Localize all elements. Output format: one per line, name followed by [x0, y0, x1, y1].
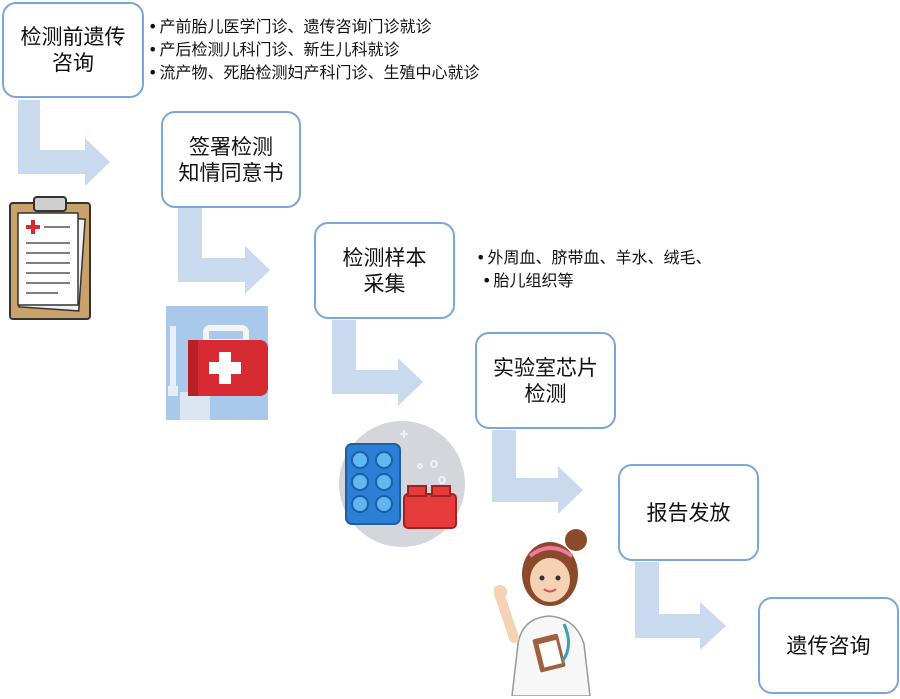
step-label: 实验室芯片 检测 [493, 355, 598, 406]
step-genetic-counseling: 遗传咨询 [758, 597, 899, 694]
step-label: 签署检测 知情同意书 [178, 134, 284, 185]
clinic-notes: 产前胎儿医学门诊、遗传咨询门诊就诊 产后检测儿科门诊、新生儿科就诊 流产物、死胎… [148, 15, 479, 84]
note-item: 外周血、脐带血、羊水、绒毛、 [476, 246, 711, 269]
note-item: 产后检测儿科门诊、新生儿科就诊 [148, 38, 479, 61]
note-item: 流产物、死胎检测妇产科门诊、生殖中心就诊 [148, 61, 479, 84]
step-report: 报告发放 [618, 464, 759, 561]
arrow-2 [178, 208, 270, 294]
step-pre-test-counseling: 检测前遗传 咨询 [2, 2, 144, 98]
step-sampling: 检测样本 采集 [314, 222, 455, 319]
step-label: 检测前遗传 咨询 [20, 25, 126, 75]
note-item: 胎儿组织等 [476, 269, 711, 292]
sample-tray-icon [339, 421, 465, 547]
medical-kit-icon [166, 306, 268, 420]
sample-notes: 外周血、脐带血、羊水、绒毛、 胎儿组织等 [476, 246, 711, 292]
arrow-1 [18, 100, 110, 186]
doctor-icon [494, 529, 591, 696]
note-item: 产前胎儿医学门诊、遗传咨询门诊就诊 [148, 15, 479, 38]
arrow-3 [332, 320, 423, 406]
step-label: 报告发放 [646, 500, 731, 525]
arrow-5 [635, 562, 726, 650]
step-consent: 签署检测 知情同意书 [161, 111, 301, 208]
clipboard-icon [9, 196, 91, 320]
step-label: 检测样本 采集 [342, 245, 427, 296]
arrow-4 [492, 430, 583, 514]
step-lab-chip: 实验室芯片 检测 [475, 332, 616, 429]
step-label: 遗传咨询 [786, 633, 871, 658]
